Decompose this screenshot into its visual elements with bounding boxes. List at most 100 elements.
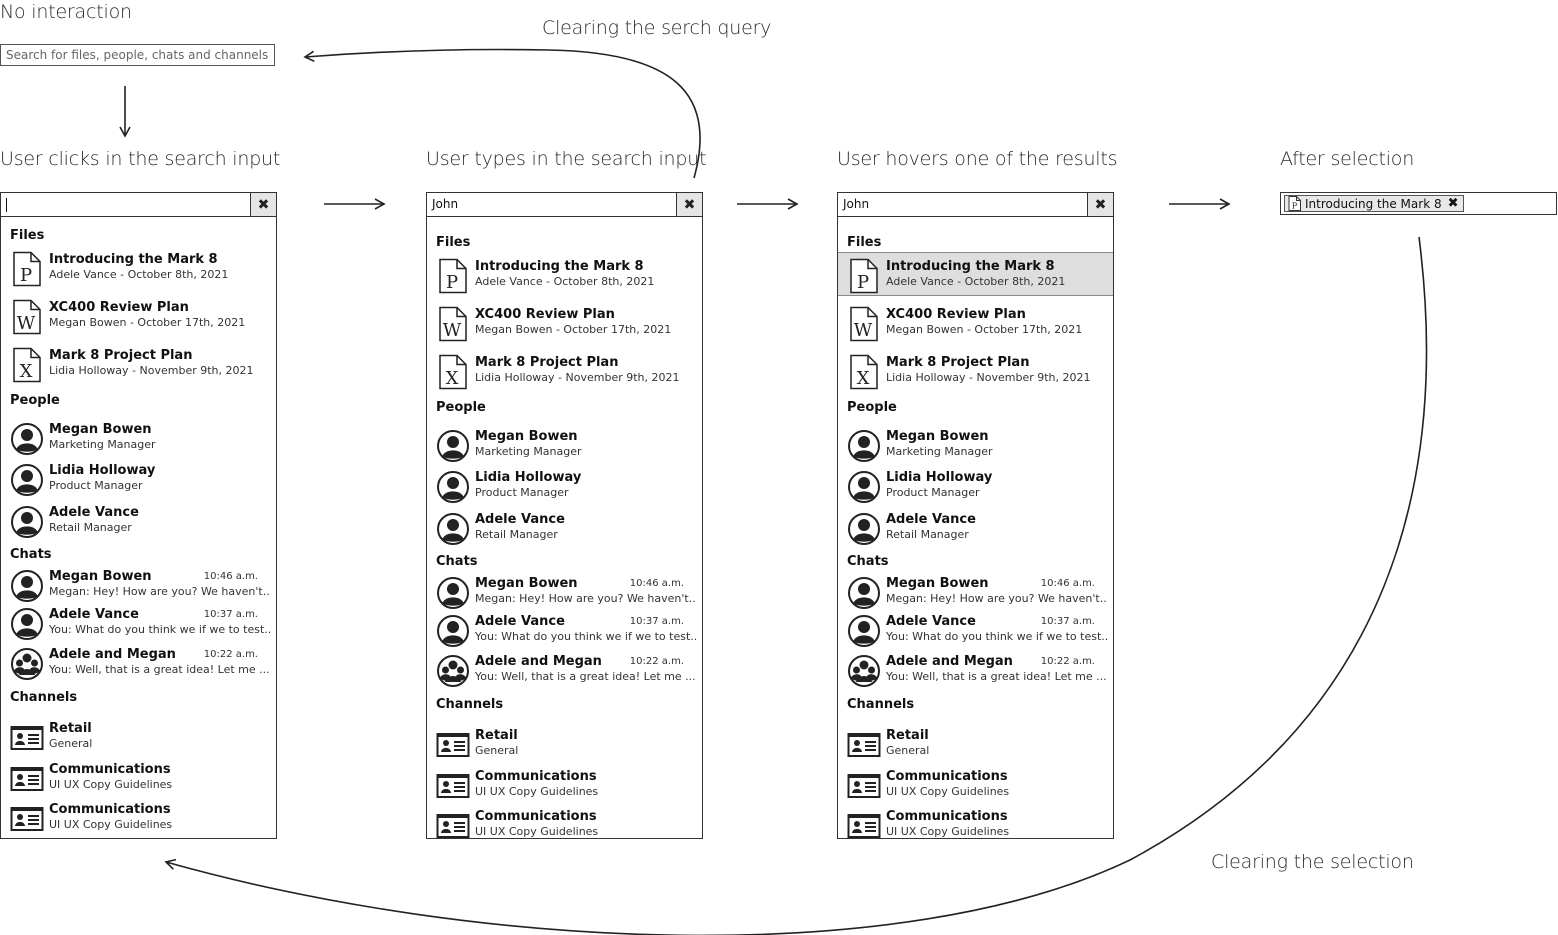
file-title: Introducing the Mark 8: [475, 259, 644, 274]
channel-name: Communications: [475, 769, 597, 784]
person-avatar-icon: [437, 513, 469, 545]
channel-name: Communications: [49, 802, 171, 817]
person-role: Product Manager: [886, 486, 980, 499]
selection-chip[interactable]: P Introducing the Mark 8 ✖: [1284, 195, 1464, 212]
svg-text:P: P: [446, 272, 458, 293]
file-title: Introducing the Mark 8: [49, 252, 218, 267]
channel-name: Communications: [49, 762, 171, 777]
section-heading-files: Files: [436, 235, 471, 250]
search-input[interactable]: [1, 193, 251, 216]
file-title: Introducing the Mark 8: [886, 259, 1055, 274]
section-heading-people: People: [847, 400, 897, 415]
group-avatar-icon: [848, 655, 880, 687]
file-title: Mark 8 Project Plan: [49, 348, 193, 363]
person-role: Marketing Manager: [886, 445, 993, 458]
channel-subtitle: General: [886, 744, 930, 757]
search-input[interactable]: John: [838, 193, 1088, 216]
channel-subtitle: General: [49, 737, 93, 750]
person-avatar-icon: [11, 608, 43, 640]
close-icon[interactable]: ✖: [1447, 196, 1459, 211]
close-icon[interactable]: ✖: [251, 193, 276, 216]
section-heading-files: Files: [847, 235, 882, 250]
person-avatar-icon: [437, 471, 469, 503]
file-meta: Lidia Holloway - November 9th, 2021: [49, 364, 254, 377]
search-bar: John✖: [427, 193, 702, 217]
chat-preview: You: Well, that is a great idea! Let me …: [886, 670, 1107, 683]
section-heading-channels: Channels: [847, 697, 915, 712]
person-role: Product Manager: [475, 486, 569, 499]
close-icon[interactable]: ✖: [677, 193, 702, 216]
channel-subtitle: General: [475, 744, 519, 757]
file-meta: Adele Vance - October 8th, 2021: [475, 275, 655, 288]
person-role: Marketing Manager: [49, 438, 156, 451]
chat-name: Adele and Megan: [886, 654, 1013, 669]
channel-subtitle: UI UX Copy Guidelines: [475, 785, 599, 798]
channel-card-icon: [847, 733, 881, 757]
close-icon[interactable]: ✖: [1088, 193, 1113, 216]
person-name: Megan Bowen: [475, 429, 578, 444]
channel-card-icon: [10, 767, 44, 791]
section-heading-channels: Channels: [436, 697, 504, 712]
chat-name: Megan Bowen: [886, 576, 989, 591]
chat-name: Adele Vance: [475, 614, 565, 629]
transition-label-clear-query: Clearing the serch query: [542, 17, 772, 39]
chat-preview: You: Well, that is a great idea! Let me …: [475, 670, 696, 683]
file-meta: Adele Vance - October 8th, 2021: [49, 268, 229, 281]
chat-result[interactable]: Adele and Megan 10:22 a.m. You: Well, that…: [838, 651, 1113, 691]
file-title: XC400 Review Plan: [475, 307, 615, 322]
search-input-selected[interactable]: P Introducing the Mark 8 ✖: [1280, 192, 1557, 215]
section-heading-chats: Chats: [436, 554, 478, 569]
text-caret: [6, 197, 7, 212]
channel-card-icon: [10, 726, 44, 750]
section-heading-people: People: [10, 393, 60, 408]
chat-time: 10:22 a.m.: [203, 649, 258, 660]
chat-time: 10:22 a.m.: [1040, 656, 1095, 667]
chat-time: 10:37 a.m.: [629, 616, 684, 627]
channel-name: Communications: [886, 809, 1008, 824]
file-title: XC400 Review Plan: [49, 300, 189, 315]
person-name: Lidia Holloway: [49, 463, 156, 478]
person-name: Lidia Holloway: [475, 470, 582, 485]
file-title: XC400 Review Plan: [886, 307, 1026, 322]
channel-name: Communications: [886, 769, 1008, 784]
search-input-idle[interactable]: Search for files, people, chats and chan…: [0, 44, 275, 66]
chat-preview: Megan: Hey! How are you? We haven't...: [886, 592, 1108, 605]
search-input[interactable]: John: [427, 193, 677, 216]
